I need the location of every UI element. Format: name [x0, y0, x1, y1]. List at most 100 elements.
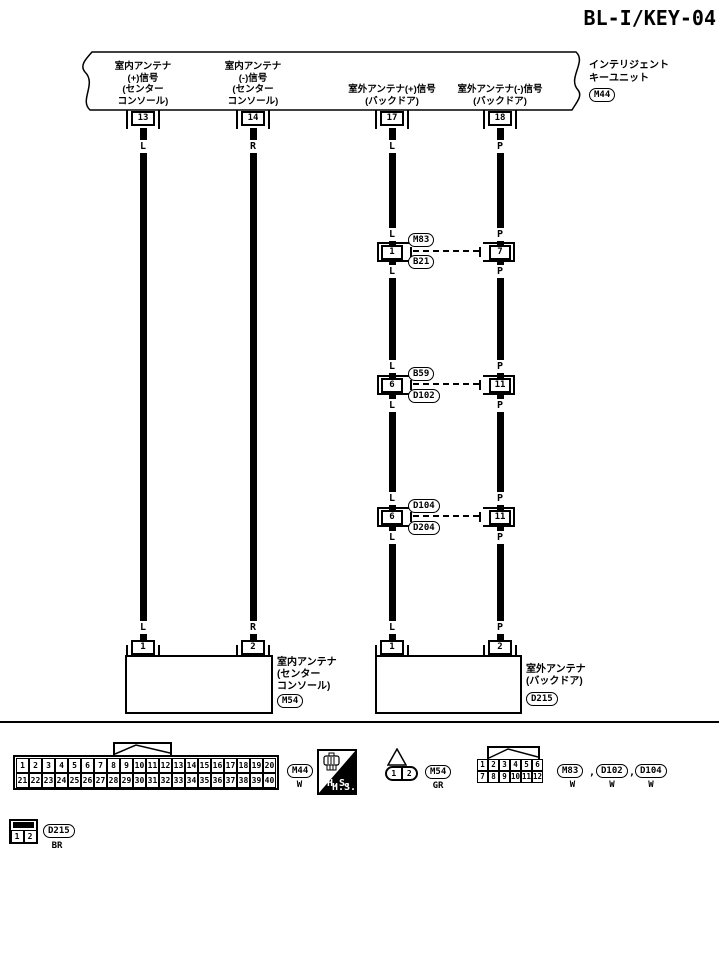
- splice1-right-pin: 7: [489, 245, 511, 260]
- m54-pin1-number: 1: [131, 640, 155, 655]
- pin-cell: 9: [499, 771, 510, 783]
- pin-cell: 21: [16, 773, 29, 788]
- pin-cell: 19: [250, 758, 263, 773]
- m83-color-code: W: [569, 780, 576, 790]
- pin-13-number: 13: [131, 111, 155, 126]
- pin-cell: 38: [237, 773, 250, 788]
- hs-label: H.S.: [326, 778, 352, 789]
- footer-connector-id-m54: M54: [425, 765, 452, 779]
- footer-connector-id-d102: D102: [596, 764, 628, 778]
- m54-color-code: GR: [432, 781, 444, 791]
- m54-cell-2: 2: [406, 769, 412, 778]
- pin-cell: 7: [477, 771, 488, 783]
- pin-cell: 7: [94, 758, 107, 773]
- wire-color-label: L: [384, 492, 400, 505]
- pin-cell: 12: [532, 771, 543, 783]
- m54-connector-keyway: [387, 748, 407, 766]
- pin-cell: 11: [521, 771, 532, 783]
- pin-cell: 5: [521, 759, 532, 771]
- wire-color-label: P: [492, 492, 508, 505]
- indoor-antenna-box: [125, 655, 273, 714]
- pin-14-terminal: [236, 110, 270, 129]
- pin-cell: 14: [185, 758, 198, 773]
- wire-color-label: L: [384, 265, 400, 278]
- pin-cell: 36: [211, 773, 224, 788]
- connector-id-d102: D102: [408, 389, 440, 403]
- connector-id-d104: D104: [408, 499, 440, 513]
- splice3-left-pin: 6: [381, 510, 403, 525]
- footer-connector-id-m83: M83: [557, 764, 584, 778]
- pin-cell: 3: [499, 759, 510, 771]
- pin-cell: 25: [68, 773, 81, 788]
- pin-cell: 15: [198, 758, 211, 773]
- splice3-right-housing: [483, 507, 515, 527]
- splice1-right-housing: [483, 242, 515, 262]
- wire-color-label: P: [492, 399, 508, 412]
- m44-color-code: W: [296, 780, 303, 790]
- wire-color-label: L: [384, 621, 400, 634]
- splice2-left-pin: 6: [381, 378, 403, 393]
- wire-color-label: R: [245, 140, 261, 153]
- wire-color-label: P: [492, 140, 508, 153]
- pin-cell: 23: [42, 773, 55, 788]
- pin-cell: 32: [159, 773, 172, 788]
- d215-pin2-terminal: [483, 645, 517, 655]
- pin-cell: 1: [16, 758, 29, 773]
- wire-color-label: R: [245, 621, 261, 634]
- wire-color-label: L: [384, 228, 400, 241]
- connector-id-b21: B21: [408, 255, 435, 269]
- pin18-signal-label: 室外アンテナ(-)信号 (バックドア): [457, 84, 543, 107]
- wire-color-label: L: [135, 621, 151, 634]
- connector-id-m44: M44: [589, 88, 616, 102]
- g12-connector-tab: [487, 746, 540, 760]
- top-unit-band: [82, 51, 581, 111]
- pin-cell: 20: [263, 758, 276, 773]
- connector-id-m83: M83: [408, 233, 435, 247]
- separator-comma: ,: [629, 767, 636, 778]
- pin-14-number: 14: [241, 111, 265, 126]
- wire-color-label: L: [384, 140, 400, 153]
- wire-14-r: [249, 128, 257, 648]
- pin-cell: 10: [133, 758, 146, 773]
- pin-cell: 13: [172, 758, 185, 773]
- wire-13-l: [139, 128, 147, 648]
- d215-color-code: BR: [51, 841, 63, 851]
- pin-cell: 22: [29, 773, 42, 788]
- pin-cell: 17: [224, 758, 237, 773]
- splice2-right-pin: 11: [489, 378, 511, 393]
- m54-pin1-terminal: [126, 645, 160, 655]
- pin-cell: 30: [133, 773, 146, 788]
- pin-cell: 6: [81, 758, 94, 773]
- connector-id-d215: D215: [526, 692, 558, 706]
- pin-cell: 37: [224, 773, 237, 788]
- pin-cell: 4: [55, 758, 68, 773]
- wire-color-label: L: [384, 360, 400, 373]
- svg-text:H.S.: H.S.: [332, 782, 356, 793]
- wire-color-label: P: [492, 360, 508, 373]
- pin-cell: 10: [510, 771, 521, 783]
- hs-harness-symbol: H.S.: [317, 749, 357, 795]
- pin-cell: 39: [250, 773, 263, 788]
- pin-cell: 5: [68, 758, 81, 773]
- splice2-left-tick: [410, 380, 412, 390]
- pin13-signal-label: 室内アンテナ (+)信号 (センター コンソール): [114, 61, 172, 107]
- pin-cell: 8: [488, 771, 499, 783]
- pin-17-terminal: [375, 110, 409, 129]
- indoor-antenna-label: 室内アンテナ (センター コンソール): [277, 657, 337, 692]
- pin-cell: 4: [510, 759, 521, 771]
- wire-color-label: P: [492, 531, 508, 544]
- outdoor-antenna-label: 室外アンテナ (バックドア): [526, 664, 586, 687]
- pin-cell: 31: [146, 773, 159, 788]
- wire-color-label: L: [384, 531, 400, 544]
- footer-connector-id-m44: M44: [287, 764, 314, 778]
- footer-divider: [0, 721, 719, 723]
- splice1-left-pin: 1: [381, 245, 403, 260]
- splice2-right-tick: [479, 380, 481, 390]
- pin-cell: 3: [42, 758, 55, 773]
- d215-connector-key: [13, 822, 34, 828]
- pin-cell: 8: [107, 758, 120, 773]
- pin-cell: 9: [120, 758, 133, 773]
- pin-18-terminal: [483, 110, 517, 129]
